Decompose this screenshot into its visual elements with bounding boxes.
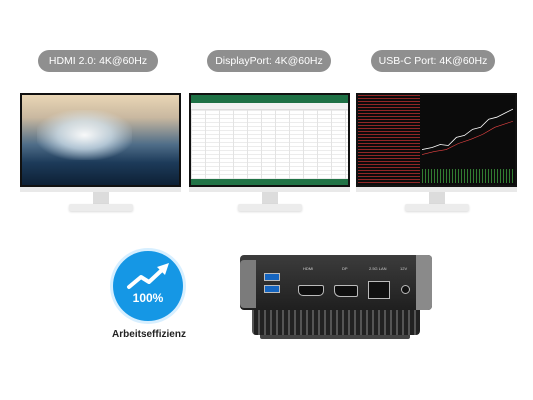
trend-arrow-icon: [127, 263, 169, 289]
trading-terminal-image: [358, 95, 515, 185]
hdmi-port-label: HDMI: [303, 266, 314, 271]
mini-pc: HDMI DP 2.5G LAN 12V: [240, 255, 432, 339]
efficiency-badge: 100%: [113, 251, 183, 321]
mini-pc-vents: [252, 310, 420, 335]
efficiency-caption: Arbeitseffizienz: [112, 329, 186, 340]
usb-port: [264, 285, 280, 293]
monitor-usbc: [356, 93, 517, 211]
hdmi-label: HDMI 2.0: 4K@60Hz: [38, 50, 158, 72]
monitor-displayport: [189, 93, 350, 211]
price-chart-graphic: [422, 108, 513, 155]
displayport-port: [334, 285, 358, 297]
dc-port-label: 12V: [400, 266, 408, 271]
dp-port-label: DP: [342, 266, 348, 271]
monitor-screen-trading: [356, 93, 517, 187]
dc-power-port: [401, 285, 410, 294]
spreadsheet-image: [191, 95, 348, 185]
monitor-stand: [237, 204, 302, 211]
lan-port: [368, 281, 390, 299]
monitor-stand: [68, 204, 133, 211]
monitor-screen-spreadsheet: [189, 93, 350, 187]
monitor-stand: [404, 204, 469, 211]
usb-port: [264, 273, 280, 281]
lan-port-label: 2.5G LAN: [369, 266, 387, 271]
displayport-label: DisplayPort: 4K@60Hz: [207, 50, 331, 72]
monitor-hdmi: [20, 93, 181, 211]
hdmi-port: [298, 285, 324, 296]
efficiency-value: 100%: [132, 291, 164, 305]
monitor-screen-seascape: [20, 93, 181, 187]
mini-pc-rear-panel: [240, 255, 432, 310]
seascape-image: [22, 95, 179, 185]
usbc-label: USB-C Port: 4K@60Hz: [371, 50, 495, 72]
